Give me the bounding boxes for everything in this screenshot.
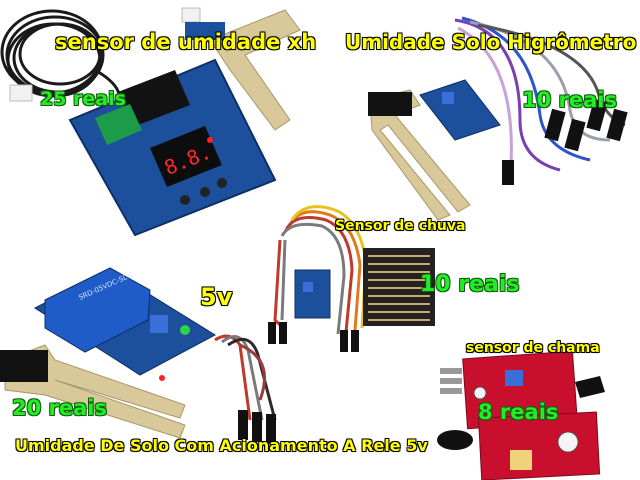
terminal-block <box>95 104 142 145</box>
white-connector <box>9 84 33 102</box>
seven-seg-display <box>150 126 222 187</box>
led-green <box>180 325 190 335</box>
led-red-2 <box>159 375 165 381</box>
comparator-board <box>419 79 501 141</box>
ir-receiver <box>575 376 605 398</box>
price-chuva: 10 reais <box>420 272 520 297</box>
price-higrometro: 10 reais <box>522 88 618 112</box>
hygrometer-probe <box>369 89 471 221</box>
rain-comparator-board <box>294 269 331 319</box>
relay-soil-kit: SRD-05VDC-SL-C <box>0 267 277 444</box>
label-5v: 5v <box>200 283 233 311</box>
label-sensor-chama: sensor de chama <box>466 340 600 356</box>
label-umidade-rele: Umidade De Solo Com Acionamento A Rele 5… <box>15 436 428 455</box>
price-xh: 25 reais <box>40 88 126 110</box>
soil-probe-fork <box>209 9 301 131</box>
price-rele: 20 reais <box>12 396 108 420</box>
label-umidade-solo-higrometro: Umidade Solo Higrômetro <box>345 30 637 54</box>
relay-soil-probe <box>4 344 186 439</box>
flame-board-front <box>477 411 601 480</box>
xh-humidity-controller: 8.8. <box>0 7 301 237</box>
soil-hygrometer-module <box>368 16 628 221</box>
price-chama: 8 reais <box>478 400 559 424</box>
relay <box>118 70 190 127</box>
label-sensor-umidade-xh: sensor de umidade xh <box>55 30 317 54</box>
label-sensor-chuva: Sensor de chuva <box>335 218 466 234</box>
led-red <box>207 137 213 143</box>
cable-coil <box>0 9 121 111</box>
flame-sensor-kit <box>437 350 605 480</box>
rain-detection-plate <box>363 248 435 326</box>
relay-cube <box>44 267 151 353</box>
rain-sensor-kit <box>268 205 435 352</box>
